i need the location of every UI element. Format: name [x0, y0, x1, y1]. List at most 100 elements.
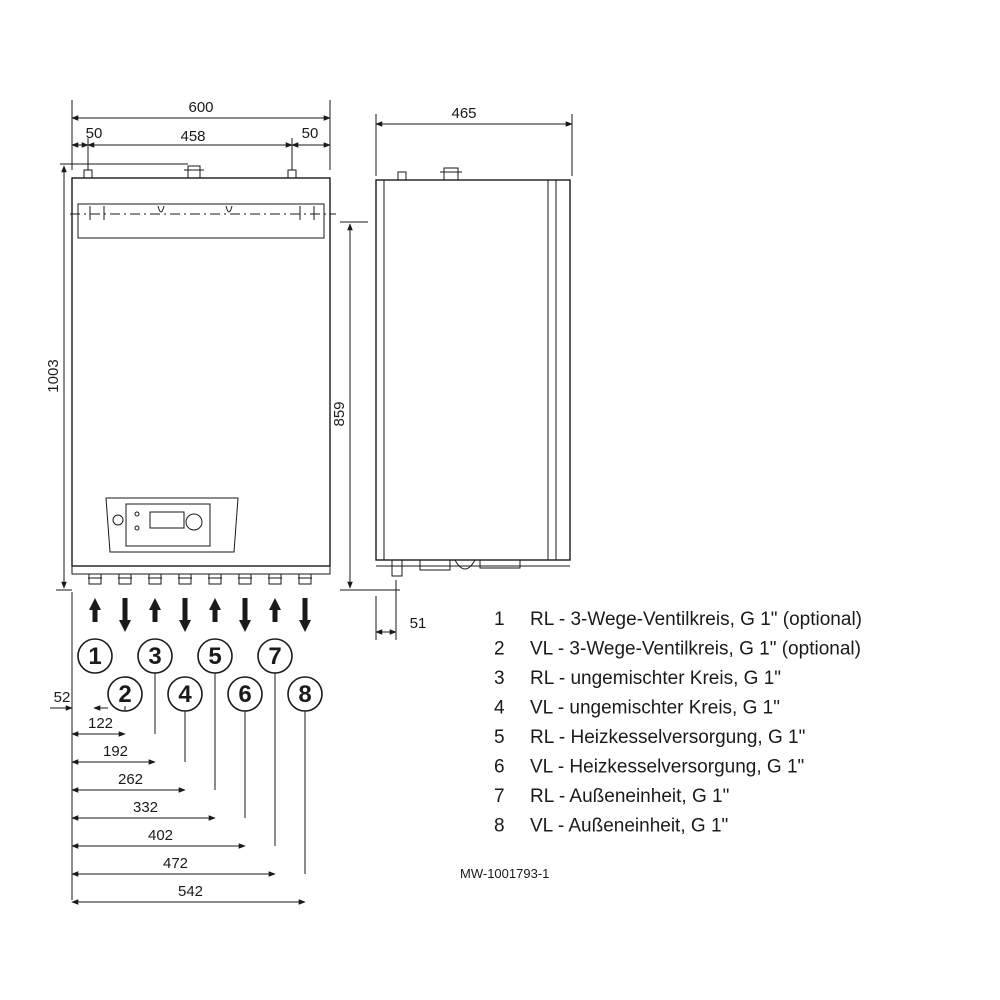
dim-connection-distance: 332 — [133, 799, 158, 816]
dim-margin-left: 50 — [86, 125, 103, 142]
top-stub-left — [83, 169, 93, 179]
legend-text: RL - Heizkesselversorgung, G 1" — [530, 727, 805, 748]
side-bottom-fittings — [391, 559, 521, 577]
badge-number: 4 — [178, 681, 192, 708]
connection-badge-7: 7 — [257, 638, 293, 674]
legend-text: VL - Außeneinheit, G 1" — [530, 816, 728, 837]
legend-number: 4 — [494, 698, 505, 719]
control-knob-icon — [185, 513, 203, 531]
return-arrow-icon — [149, 598, 161, 622]
connection-badge-2: 2 — [107, 676, 143, 712]
connection-badge-5: 5 — [197, 638, 233, 674]
legend-text: VL - ungemischter Kreis, G 1" — [530, 698, 780, 719]
dim-margin-right: 50 — [302, 125, 319, 142]
connection-arrows — [89, 598, 311, 632]
badge-number: 8 — [298, 681, 311, 708]
rail-slots — [89, 205, 315, 220]
side-dimensions: 465 859 51 — [331, 105, 573, 640]
badge-number: 3 — [148, 643, 161, 670]
connection-badge-8: 8 — [287, 676, 323, 712]
legend-item: 3 RL - ungemischter Kreis, G 1" — [494, 668, 781, 689]
dim-left-offset: 52 — [54, 689, 71, 706]
badge-number: 6 — [238, 681, 251, 708]
legend-number: 7 — [494, 786, 505, 807]
badge-number: 1 — [88, 643, 101, 670]
dim-height-bracket: 859 — [331, 401, 348, 426]
pipe-stub — [118, 573, 132, 585]
flow-arrow-icon — [179, 598, 191, 632]
pipe-stub — [238, 573, 252, 585]
legend-item: 2 VL - 3-Wege-Ventilkreis, G 1" (optional… — [494, 639, 861, 660]
legend-text: RL - Außeneinheit, G 1" — [530, 786, 729, 807]
pipe-stub — [298, 573, 312, 585]
legend-text: VL - Heizkesselversorgung, G 1" — [530, 757, 804, 778]
flow-arrow-icon — [239, 598, 251, 632]
front-housing — [71, 177, 331, 567]
button-icon — [134, 511, 140, 517]
connection-badge-3: 3 — [137, 638, 173, 674]
pipe-stub — [268, 573, 282, 585]
legend-number: 6 — [494, 757, 505, 778]
connection-badge-1: 1 — [77, 638, 113, 674]
pipe-stub — [148, 573, 162, 585]
dim-pipe-offset: 51 — [410, 615, 427, 632]
badge-number: 5 — [208, 643, 221, 670]
legend: 1 RL - 3-Wege-Ventilkreis, G 1" (optional… — [494, 609, 862, 837]
return-arrow-icon — [89, 598, 101, 622]
legend-number: 1 — [494, 609, 505, 630]
button-icon — [134, 525, 140, 531]
legend-item: 1 RL - 3-Wege-Ventilkreis, G 1" (optional… — [494, 609, 862, 630]
flow-arrow-icon — [119, 598, 131, 632]
front-dimensions: 600 50 458 50 1003 — [45, 99, 331, 591]
pipe-stubs — [88, 573, 312, 585]
legend-number: 8 — [494, 816, 505, 837]
dim-width-total: 600 — [188, 99, 213, 116]
legend-item: 5 RL - Heizkesselversorgung, G 1" — [494, 727, 805, 748]
top-flue-stub — [184, 165, 204, 178]
control-panel-frame — [105, 497, 239, 553]
dim-connection-distance: 122 — [88, 715, 113, 732]
legend-text: RL - ungemischter Kreis, G 1" — [530, 668, 781, 689]
badge-number: 7 — [268, 643, 281, 670]
dim-connection-distance: 402 — [148, 827, 173, 844]
connection-badge-4: 4 — [167, 676, 203, 712]
top-stub-right — [287, 169, 297, 179]
legend-item: 4 VL - ungemischter Kreis, G 1" — [494, 698, 780, 719]
legend-item: 6 VL - Heizkesselversorgung, G 1" — [494, 757, 804, 778]
return-arrow-icon — [269, 598, 281, 622]
flow-arrow-icon — [299, 598, 311, 632]
legend-number: 3 — [494, 668, 505, 689]
dim-connection-distance: 472 — [163, 855, 188, 872]
pipe-stub — [88, 573, 102, 585]
side-top-stubs — [397, 167, 462, 180]
side-housing — [375, 179, 571, 561]
drawing-code: MW-1001793-1 — [460, 866, 549, 881]
legend-text: VL - 3-Wege-Ventilkreis, G 1" (optional) — [530, 639, 861, 660]
dim-connection-distance: 262 — [118, 771, 143, 788]
pipe-stub — [208, 573, 222, 585]
dim-connection-distance: 542 — [178, 883, 203, 900]
display-screen — [149, 511, 185, 529]
front-view — [70, 165, 336, 585]
dim-height-total: 1003 — [45, 359, 62, 392]
control-panel — [125, 503, 211, 547]
legend-text: RL - 3-Wege-Ventilkreis, G 1" (optional) — [530, 609, 862, 630]
legend-number: 2 — [494, 639, 505, 660]
side-view — [375, 167, 571, 577]
pipe-stub — [178, 573, 192, 585]
dim-depth: 465 — [451, 105, 476, 122]
legend-item: 7 RL - Außeneinheit, G 1" — [494, 786, 729, 807]
badge-number: 2 — [118, 681, 131, 708]
power-switch-icon — [112, 514, 124, 526]
mounting-rail — [77, 203, 325, 239]
dim-connection-distance: 192 — [103, 743, 128, 760]
dim-hole-spacing: 458 — [180, 128, 205, 145]
front-base — [71, 565, 331, 575]
return-arrow-icon — [209, 598, 221, 622]
legend-number: 5 — [494, 727, 505, 748]
connection-badge-6: 6 — [227, 676, 263, 712]
legend-item: 8 VL - Außeneinheit, G 1" — [494, 816, 728, 837]
